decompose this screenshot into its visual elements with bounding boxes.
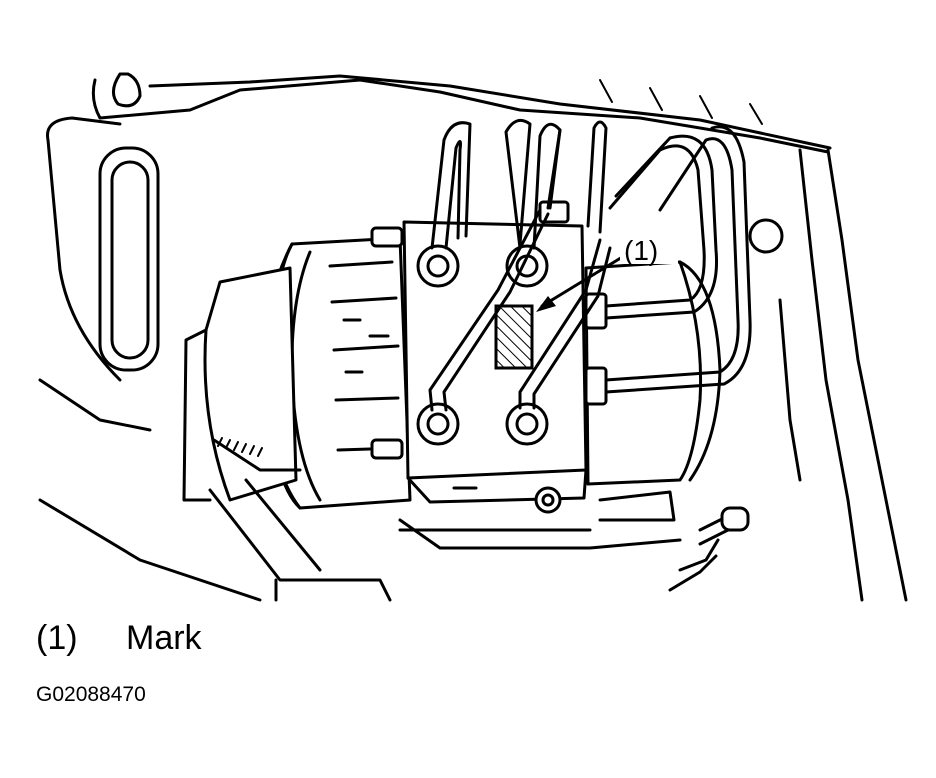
motor-housing <box>182 226 412 510</box>
hydraulic-unit-diagram: (1) <box>38 72 908 602</box>
mark-label-area <box>494 304 534 370</box>
lower-support <box>38 478 682 602</box>
callout-1-label: (1) <box>624 235 658 266</box>
brake-lines <box>428 118 752 592</box>
legend-number: (1) <box>36 619 78 657</box>
legend: (1) Mark <box>36 618 202 658</box>
body-panel-top <box>91 72 832 154</box>
body-frame-right <box>778 148 908 602</box>
legend-text: Mark <box>126 619 202 657</box>
left-bracket <box>38 116 160 432</box>
callout-1: (1) <box>536 232 678 312</box>
figure-id: G02088470 <box>36 683 146 706</box>
